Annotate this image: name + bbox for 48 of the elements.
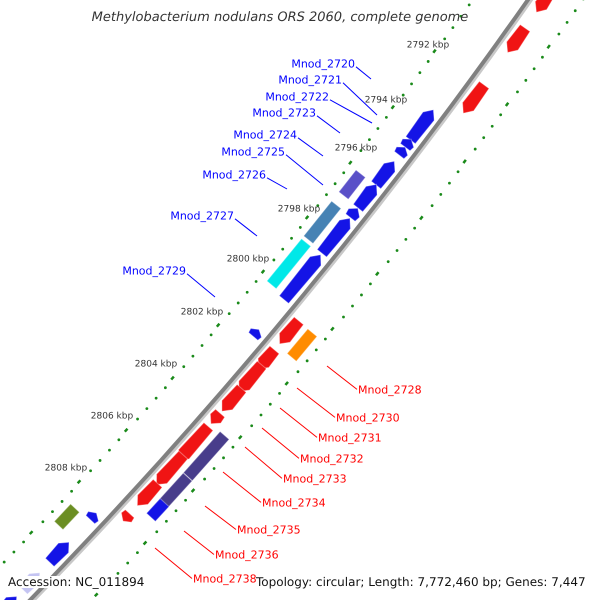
gene-label: Mnod_2721 <box>278 74 342 86</box>
title: Methylobacterium nodulans ORS 2060, complete genome <box>92 11 468 24</box>
gene-label: Mnod_2725 <box>221 146 285 158</box>
gene-label: Mnod_2729 <box>122 266 186 276</box>
gene-label: Mnod_2730 <box>336 412 400 424</box>
leader-line <box>204 506 236 530</box>
leader-line <box>280 408 318 438</box>
gene-label: Mnod_2736 <box>215 550 279 560</box>
leader-line <box>342 82 378 116</box>
leader-line <box>286 154 324 186</box>
leader-line <box>244 446 282 479</box>
gene-label: Mnod_2728 <box>358 384 422 396</box>
scale-label: 2802 kbp <box>180 308 224 318</box>
scale-label: 2798 kbp <box>278 206 320 214</box>
scale-label: 2806 kbp <box>90 412 134 422</box>
gene-label: Mnod_2735 <box>237 524 301 536</box>
gene-label: Mnod_2738 <box>193 574 257 584</box>
gene-label: Mnod_2722 <box>265 92 329 102</box>
gene-label: Mnod_2720 <box>291 58 355 70</box>
leader-line <box>296 388 336 418</box>
gene-label: Mnod_2727 <box>170 210 234 222</box>
leader-line <box>266 177 288 190</box>
leader-line <box>326 366 358 390</box>
leader-line <box>330 99 372 124</box>
gene-label: Mnod_2731 <box>318 432 382 444</box>
footer-text: Topology: circular; Length: 7,772,460 bp; Genes: 7,447 <box>256 576 586 588</box>
gene-label: Mnod_2726 <box>202 170 266 180</box>
leader-line <box>184 530 214 555</box>
scale-label: 2796 kbp <box>334 144 378 154</box>
footer-text: Accession: NC_011894 <box>8 576 144 588</box>
leader-line <box>186 273 216 298</box>
leader-line <box>222 472 262 503</box>
gene-label: Mnod_2734 <box>262 498 326 508</box>
leader-line <box>154 548 192 579</box>
gene-label: Mnod_2733 <box>283 474 347 484</box>
gene-label: Mnod_2732 <box>300 454 364 464</box>
leader-line <box>356 66 372 80</box>
scale-label: 2792 kbp <box>406 42 450 50</box>
gene-label: Mnod_2723 <box>252 108 316 118</box>
leader-line <box>316 115 340 134</box>
gene-label: Mnod_2724 <box>233 130 297 140</box>
scale-label: 2794 kbp <box>364 96 408 106</box>
leader-line <box>298 137 324 156</box>
scale-label: 2800 kbp <box>226 256 270 264</box>
scale-label: 2808 kbp <box>44 464 88 474</box>
scale-label: 2804 kbp <box>134 360 178 370</box>
leader-line <box>234 218 258 236</box>
leader-line <box>262 428 300 459</box>
